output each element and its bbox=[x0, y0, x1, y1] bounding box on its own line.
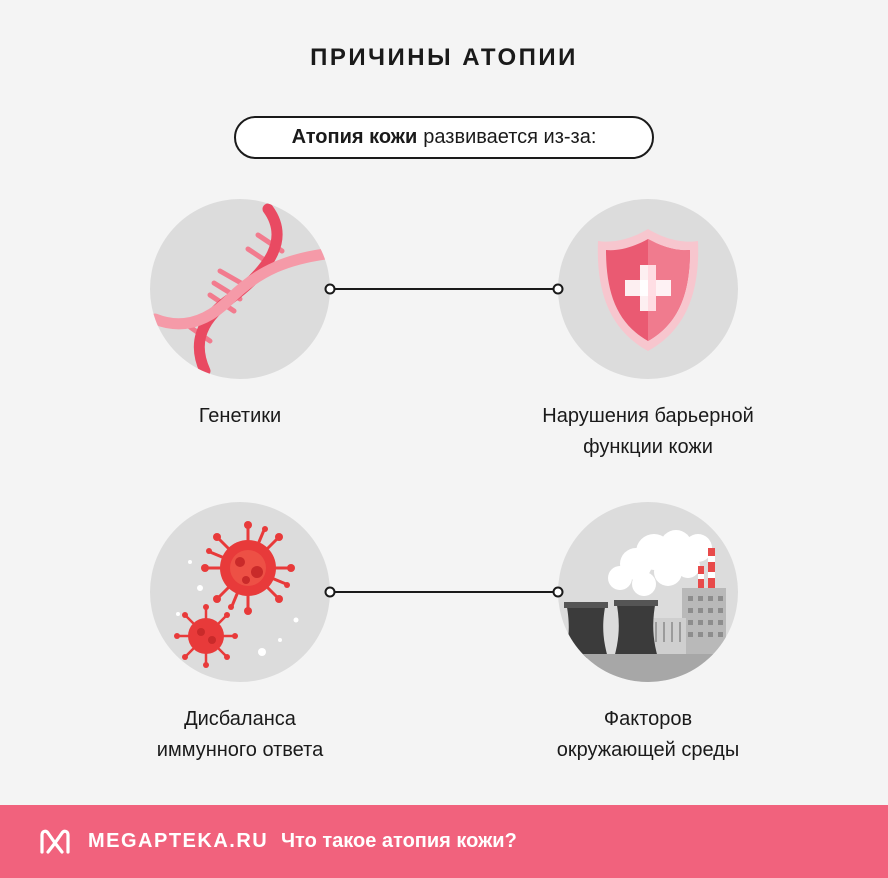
megapteka-logo-icon[interactable] bbox=[39, 829, 71, 855]
cause-label-barrier: Нарушения барьерной функции кожи bbox=[542, 405, 754, 458]
shield-cross-icon bbox=[597, 229, 699, 351]
subtitle-bold: Атопия кожи bbox=[291, 126, 418, 148]
page-title: ПРИЧИНЫ АТОПИИ bbox=[310, 44, 578, 71]
immune-circle bbox=[150, 502, 330, 682]
dna-icon bbox=[150, 203, 330, 377]
genetics-circle bbox=[150, 199, 330, 379]
subtitle-rest: развивается из-за: bbox=[423, 126, 597, 148]
brand-name[interactable]: MEGAPTEKA.RU bbox=[88, 830, 269, 852]
connector-bottom bbox=[324, 586, 564, 598]
footer-article-title: Что такое атопия кожи? bbox=[281, 830, 517, 852]
cause-label-immune: Дисбаланса иммунного ответа bbox=[156, 708, 324, 761]
virus-icon bbox=[174, 521, 299, 668]
factory-icon bbox=[558, 530, 738, 682]
cause-label-genetics: Генетики bbox=[198, 405, 282, 427]
connector-top bbox=[324, 283, 564, 295]
subtitle-pill: Атопия кожи развивается из-за: bbox=[234, 116, 654, 159]
footer-bar: MEGAPTEKA.RU Что такое атопия кожи? bbox=[0, 805, 888, 878]
environment-circle bbox=[558, 502, 738, 682]
cause-label-environment: Факторов окружающей среды bbox=[556, 708, 740, 761]
barrier-circle bbox=[558, 199, 738, 379]
